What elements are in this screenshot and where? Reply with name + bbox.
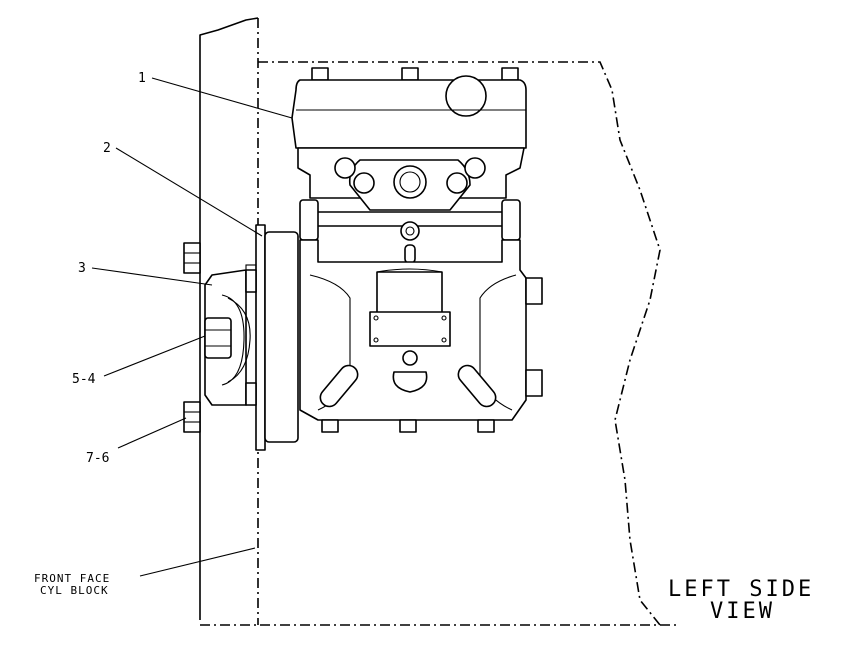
- compressor-head: [291, 67, 527, 149]
- leader-5-4: [103, 335, 206, 377]
- crankcase: [299, 239, 543, 433]
- callout-7-6: 7-6: [86, 451, 109, 466]
- leader-1: [151, 77, 293, 119]
- leader-lines: [91, 77, 293, 577]
- note-front-face: FRONT FACE: [34, 572, 110, 585]
- head-ports: [297, 147, 525, 211]
- leader-7-6: [117, 417, 187, 449]
- callout-5-4: 5-4: [72, 372, 96, 387]
- note-cyl-block: CYL BLOCK: [40, 584, 109, 597]
- view-label-line2: VIEW: [710, 599, 775, 624]
- side-fittings: [299, 199, 521, 264]
- leader-front-face: [139, 547, 256, 577]
- view-label-line1: LEFT SIDE: [668, 577, 814, 602]
- leader-2: [115, 147, 263, 237]
- drive-hub: [204, 269, 251, 406]
- callout-1: 1: [138, 71, 146, 86]
- callout-3: 3: [78, 261, 86, 276]
- leader-3: [91, 267, 213, 286]
- callout-2: 2: [103, 141, 111, 156]
- block-bolts: [183, 242, 257, 433]
- mounting-flange: [245, 224, 299, 451]
